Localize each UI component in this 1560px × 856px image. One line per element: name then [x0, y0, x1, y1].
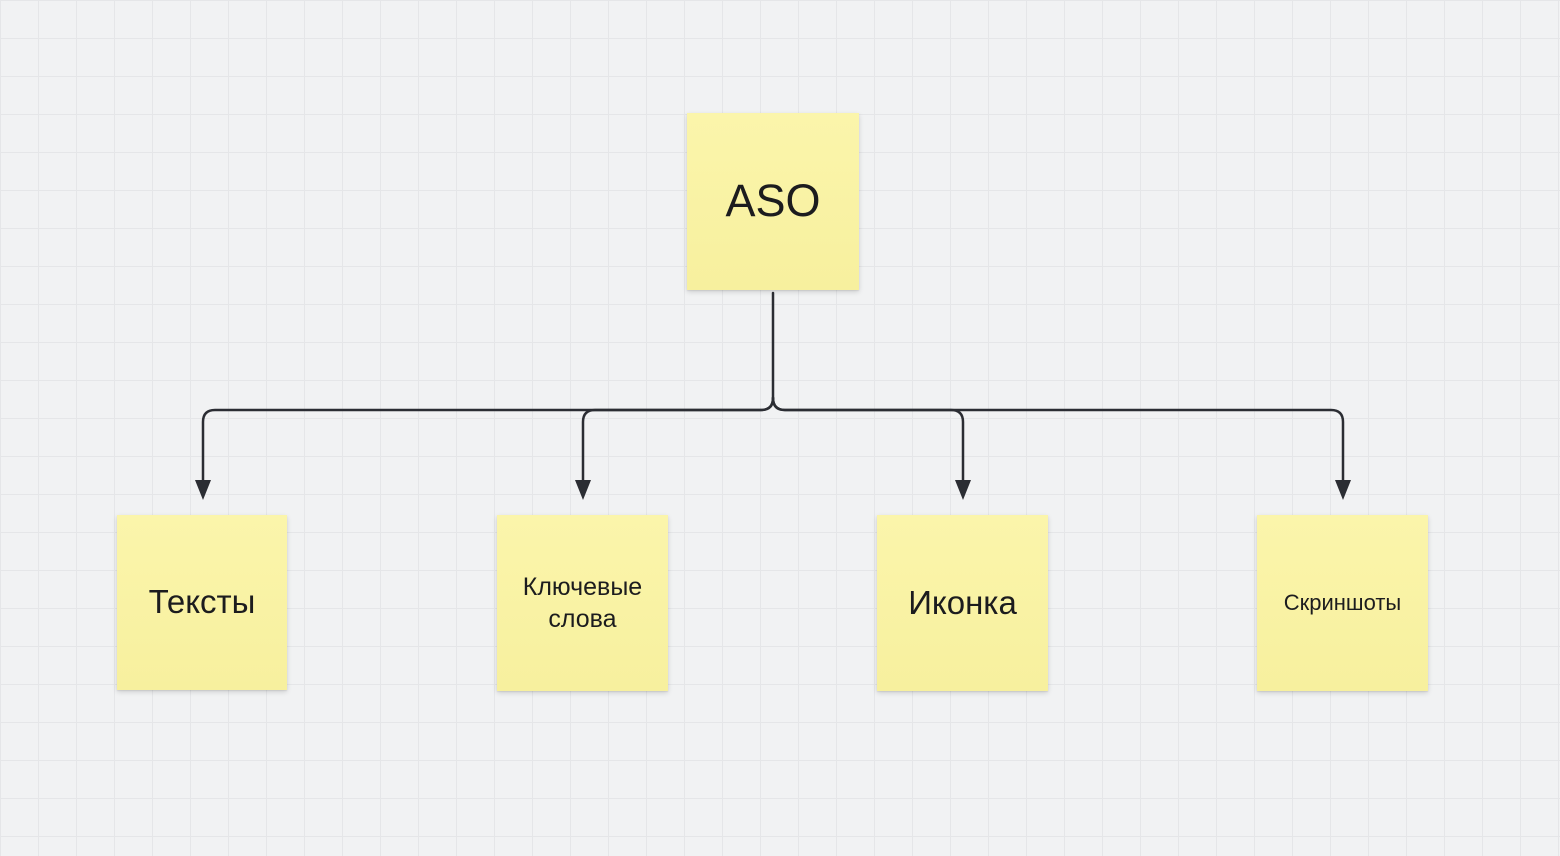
- sticky-note-child-1[interactable]: Тексты: [117, 515, 287, 690]
- arrowhead-icon[interactable]: [955, 480, 971, 500]
- arrowhead-icon[interactable]: [575, 480, 591, 500]
- connector-root-to-child2[interactable]: [581, 396, 775, 484]
- sticky-note-label: Скриншоты: [1283, 589, 1402, 615]
- sticky-note-child-2[interactable]: Ключевые слова: [497, 515, 668, 691]
- sticky-note-child-4[interactable]: Скриншоты: [1257, 515, 1428, 691]
- sticky-note-label: Ключевые слова: [522, 572, 643, 634]
- sticky-note-label: Тексты: [148, 583, 256, 621]
- arrowhead-icon[interactable]: [195, 480, 211, 500]
- sticky-note-root[interactable]: ASO: [687, 113, 859, 290]
- sticky-note-label: ASO: [725, 175, 821, 227]
- connector-root-to-child4[interactable]: [771, 396, 1345, 484]
- arrowhead-icon[interactable]: [1335, 480, 1351, 500]
- sticky-note-label: Иконка: [908, 583, 1017, 621]
- sticky-note-child-3[interactable]: Иконка: [877, 515, 1048, 691]
